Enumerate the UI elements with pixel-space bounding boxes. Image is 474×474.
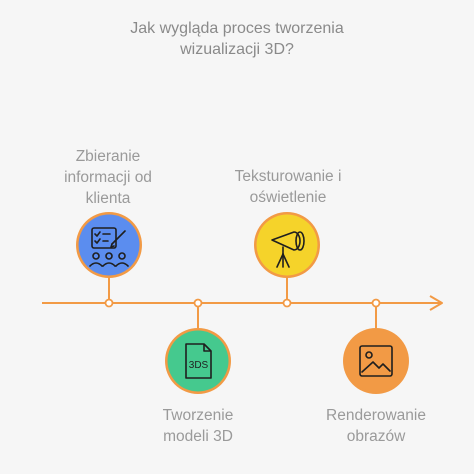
step-4-label: Renderowanie obrazów <box>306 405 446 447</box>
step-1-label-line-2: informacji od <box>64 169 152 186</box>
step-3-label-line-1: Teksturowanie i <box>234 168 342 185</box>
step-3-label: Teksturowanie i oświetlenie <box>213 166 363 208</box>
step-4-marker <box>371 298 381 308</box>
step-1-node <box>76 212 142 278</box>
step-2-label-line-1: Tworzenie <box>162 407 234 424</box>
timeline-arrowhead <box>429 295 443 311</box>
step-3-circle <box>256 214 318 276</box>
step-1-circle <box>78 214 140 276</box>
step-4-label-line-1: Renderowanie <box>326 407 426 424</box>
step-3-label-line-2: oświetlenie <box>249 189 327 206</box>
step-3-node <box>254 212 320 278</box>
step-2-circle <box>167 330 229 392</box>
step-3-marker <box>282 298 292 308</box>
3ds-file-icon: 3DS <box>185 343 212 379</box>
studio-light-icon <box>271 231 305 268</box>
step-2-marker <box>193 298 203 308</box>
step-2-label-line-2: modeli 3D <box>163 428 233 445</box>
step-2-node: 3DS <box>165 328 231 394</box>
step-1-marker <box>104 298 114 308</box>
step-4-circle <box>345 330 407 392</box>
step-1-label-line-1: Zbieranie <box>75 148 141 165</box>
step-2-label: Tworzenie modeli 3D <box>128 405 268 447</box>
image-icon <box>359 345 393 377</box>
diagram-title: Jak wygląda proces tworzenia wizualizacj… <box>0 18 474 60</box>
title-line-1: Jak wygląda proces tworzenia <box>130 20 344 37</box>
checklist-people-icon <box>89 227 129 267</box>
step-1-label: Zbieranie informacji od klienta <box>38 146 178 209</box>
step-1-label-line-3: klienta <box>85 190 131 207</box>
step-4-label-line-2: obrazów <box>346 428 406 445</box>
3ds-label: 3DS <box>189 360 209 371</box>
step-4-node <box>343 328 409 394</box>
title-line-2: wizualizacji 3D? <box>180 41 294 58</box>
